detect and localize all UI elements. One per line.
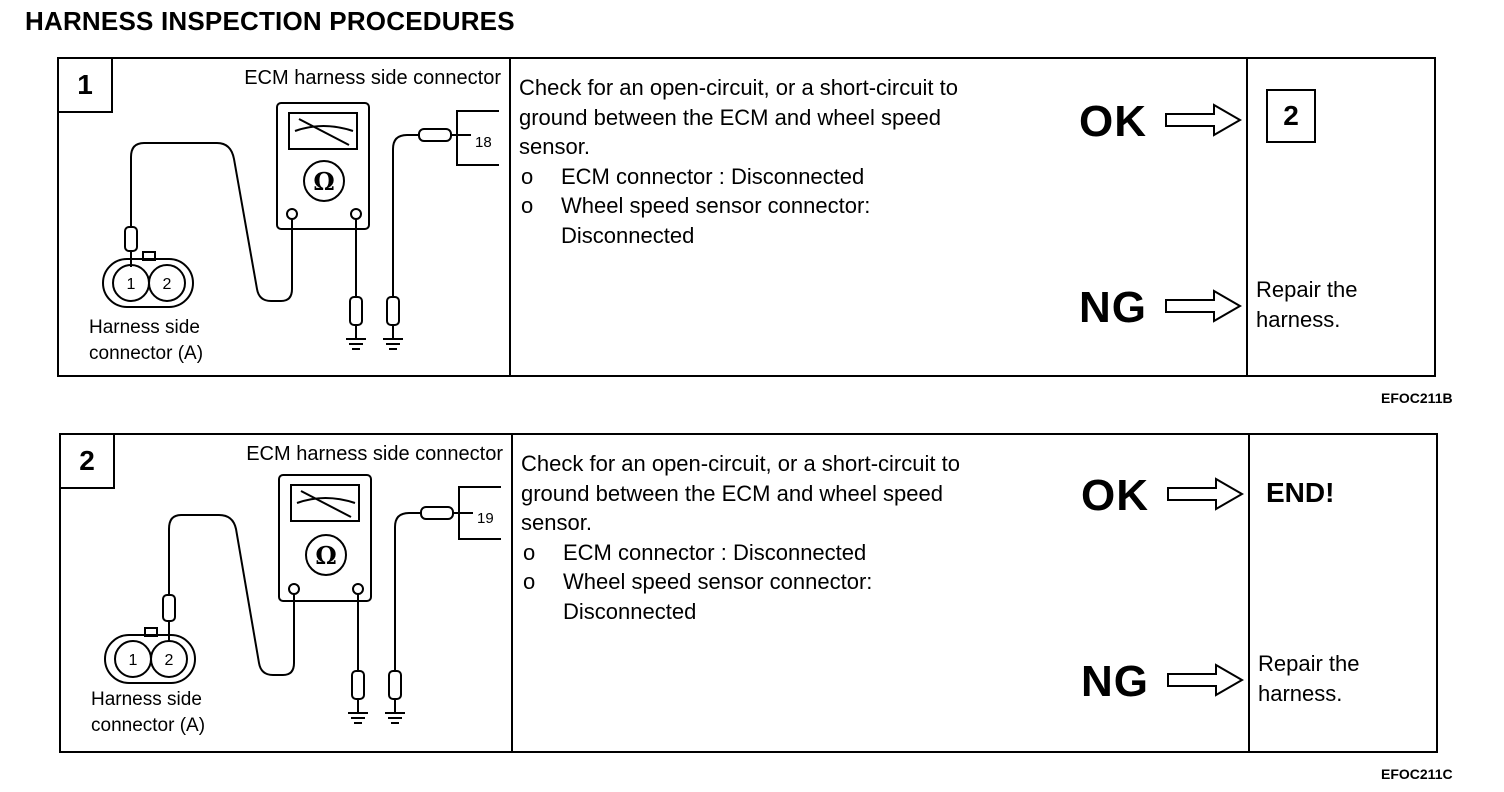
- ecm-pin-number: 18: [475, 134, 492, 151]
- meter-terminal-v: [352, 583, 364, 595]
- arrow-right-icon: [1167, 477, 1244, 511]
- arrow-right-icon: [1167, 663, 1244, 697]
- connector-pin-2: 2: [163, 276, 172, 293]
- condition-item: o ECM connector : Disconnected: [521, 163, 865, 189]
- figure-code: EFOC211B: [1381, 390, 1453, 406]
- meter-terminal-v: [350, 208, 362, 220]
- check-description: Check for an open-circuit, or a short-ci…: [519, 73, 1039, 250]
- ground-probe-2: [388, 670, 402, 700]
- instruction-cell: Check for an open-circuit, or a short-ci…: [509, 59, 1248, 375]
- meter-terminal-com: [288, 583, 300, 595]
- multimeter-wiring-diagram: Ω 1 2 18: [102, 102, 499, 350]
- condition-item: o Wheel speed sensor connector: Disconne…: [521, 193, 871, 248]
- diagram-cell: 1 ECM harness side connector: [59, 59, 511, 375]
- page-title: HARNESS INSPECTION PROCEDURES: [25, 6, 515, 36]
- ohm-symbol: Ω: [315, 541, 336, 570]
- instruction-cell: Check for an open-circuit, or a short-ci…: [511, 435, 1250, 751]
- probe-tip-left: [162, 594, 176, 622]
- ng-result-text: Repair the harness.: [1256, 277, 1358, 332]
- multimeter-wiring-diagram: Ω 1 2 19: [104, 474, 501, 724]
- arrow-right-icon: [1165, 103, 1242, 137]
- ecm-probe: [420, 506, 454, 520]
- ng-verdict: NG: [1081, 657, 1149, 706]
- diagram-cell: 2 ECM harness side connector: [61, 435, 513, 751]
- ohm-dial-icon: [303, 160, 345, 202]
- condition-item: o Wheel speed sensor connector: Disconne…: [523, 569, 873, 624]
- result-cell: END! Repair the harness.: [1248, 435, 1436, 751]
- ng-result-text: Repair the harness.: [1258, 651, 1360, 706]
- arrow-right-icon: [1165, 289, 1242, 323]
- ground-probe-2: [386, 296, 400, 326]
- result-cell: 2 Repair the harness.: [1246, 59, 1434, 375]
- multimeter-body: [278, 474, 372, 602]
- check-description: Check for an open-circuit, or a short-ci…: [521, 449, 1041, 626]
- ok-verdict: OK: [1081, 471, 1149, 520]
- probe-tip-left: [124, 226, 138, 252]
- connector-pin-2-circle: [150, 640, 188, 678]
- step-number: 2: [61, 435, 115, 489]
- procedure-step-1: 1 ECM harness side connector: [57, 57, 1436, 377]
- step-number: 1: [59, 59, 113, 113]
- ground-probe-1: [351, 670, 365, 700]
- connector-pin-2: 2: [165, 652, 174, 669]
- ground-probe-1: [349, 296, 363, 326]
- ohm-dial-icon: [305, 534, 347, 576]
- ok-verdict: OK: [1079, 97, 1147, 146]
- connector-pin-2-circle: [148, 264, 186, 302]
- ecm-harness-label: ECM harness side connector: [244, 67, 501, 89]
- ecm-pin-number: 19: [477, 510, 494, 527]
- condition-item: o ECM connector : Disconnected: [523, 539, 867, 565]
- procedure-step-2: 2 ECM harness side connector: [59, 433, 1438, 753]
- ng-verdict: NG: [1079, 283, 1147, 332]
- multimeter-display: [290, 484, 360, 522]
- end-result: END!: [1266, 477, 1335, 508]
- connector-pin-1: 1: [127, 276, 136, 293]
- connector-pin-1: 1: [129, 652, 138, 669]
- multimeter-display: [288, 112, 358, 150]
- harness-connector-label: Harness side connector (A): [91, 689, 206, 736]
- harness-connector-label: Harness side connector (A): [89, 317, 204, 364]
- ohm-symbol: Ω: [313, 167, 334, 196]
- next-step-box: 2: [1266, 89, 1316, 143]
- meter-terminal-com: [286, 208, 298, 220]
- multimeter-body: [276, 102, 370, 230]
- ecm-probe: [418, 128, 452, 142]
- figure-code: EFOC211C: [1381, 766, 1453, 782]
- ecm-harness-label: ECM harness side connector: [246, 443, 503, 465]
